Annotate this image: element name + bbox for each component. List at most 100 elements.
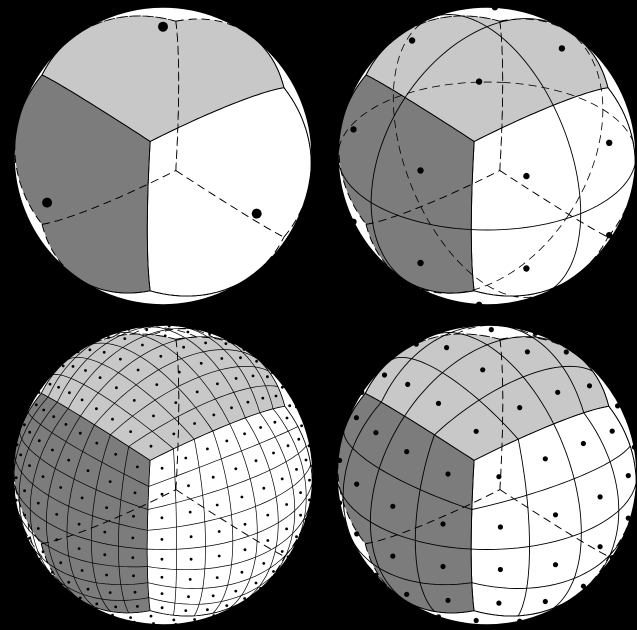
grid-node-dot (111, 418, 114, 421)
grid-node-dot (225, 342, 228, 345)
grid-node-dot (244, 548, 247, 551)
grid-node-dot (287, 444, 290, 447)
grid-node-dot (390, 554, 395, 559)
grid-node-dot (300, 424, 303, 427)
grid-node-dot (28, 464, 31, 467)
grid-node-dot (87, 469, 90, 472)
grid-node-dot (474, 618, 479, 623)
grid-node-dot (129, 430, 132, 433)
grid-node-dot (252, 375, 255, 378)
grid-node-dot (225, 440, 228, 443)
grid-node-dot (196, 391, 199, 394)
grid-node-dot (404, 592, 409, 597)
grid-node-dot (204, 342, 207, 345)
grid-node-dot (187, 595, 190, 598)
grid-node-dot (187, 331, 190, 334)
grid-node-dot (103, 553, 106, 556)
grid-node-dot (409, 37, 415, 43)
grid-node-dot (161, 538, 164, 541)
grid-node-dot (308, 479, 311, 482)
grid-node-dot (218, 530, 221, 533)
grid-node-dot (161, 576, 164, 579)
grid-node-dot (247, 401, 250, 404)
grid-node-dot (131, 537, 134, 540)
grid-node-dot (172, 433, 175, 436)
grid-node-dot (114, 606, 117, 609)
grid-node-dot (81, 569, 84, 572)
grid-node-dot (262, 562, 265, 565)
grid-node-dot (373, 430, 378, 435)
grid-node-dot (132, 574, 135, 577)
grid-node-dot (103, 351, 106, 354)
grid-node-dot (131, 556, 134, 559)
grid-node-dot (525, 349, 530, 354)
grid-node-dot (626, 473, 631, 478)
grid-node-dot (555, 390, 560, 395)
grid-node-dot (523, 173, 529, 179)
grid-node-dot (161, 592, 164, 595)
grid-node-dot (354, 482, 359, 487)
grid-node-dot (115, 386, 118, 389)
grid-node-dot (581, 441, 586, 446)
grid-node-dot (67, 581, 70, 584)
grid-node-dot (184, 457, 187, 460)
grid-node-dot (37, 502, 40, 505)
grid-node-dot (216, 504, 219, 507)
grid-node-dot (498, 567, 503, 572)
grid-node-dot (255, 459, 258, 462)
grid-node-dot (252, 209, 262, 219)
grid-node-dot (474, 429, 479, 434)
grid-node-dot (390, 504, 395, 509)
grid-node-dot (241, 496, 244, 499)
grid-node-dot (193, 422, 196, 425)
grid-node-dot (51, 449, 54, 452)
grid-node-dot (489, 327, 494, 332)
grid-node-dot (350, 126, 356, 132)
grid-node-dot (354, 415, 359, 420)
grid-node-dot (288, 404, 291, 407)
grid-node-dot (99, 376, 102, 379)
grid-node-dot (150, 615, 153, 618)
grid-node-dot (543, 456, 548, 461)
grid-node-dot (241, 571, 244, 574)
grid-node-dot (182, 346, 185, 349)
grid-node-dot (79, 432, 82, 435)
grid-node-dot (161, 606, 164, 609)
grid-node-dot (275, 395, 278, 398)
grid-node-dot (354, 531, 359, 536)
grid-node-dot (598, 494, 603, 499)
grid-node-dot (587, 383, 592, 388)
grid-node-dot (404, 449, 409, 454)
grid-node-dot (28, 537, 31, 540)
grid-node-dot (137, 369, 140, 372)
grid-node-dot (55, 513, 58, 516)
grid-node-dot (65, 423, 68, 426)
grid-node-dot (42, 550, 45, 553)
grid-node-dot (216, 576, 219, 579)
grid-node-dot (189, 511, 192, 514)
grid-node-dot (212, 414, 215, 417)
grid-node-dot (606, 140, 612, 146)
grid-node-dot (134, 591, 137, 594)
grid-node-dot (152, 415, 155, 418)
grid-node-dot (244, 523, 247, 526)
grid-node-dot (109, 480, 112, 483)
sphere-panel-4 (337, 325, 637, 625)
grid-node-dot (543, 599, 548, 604)
grid-node-dot (89, 348, 92, 351)
grid-node-dot (59, 486, 62, 489)
grid-node-dot (382, 372, 387, 377)
grid-node-dot (123, 337, 126, 340)
grid-node-dot (281, 550, 284, 553)
grid-node-dot (84, 369, 87, 372)
grid-node-dot (436, 401, 441, 406)
grid-node-dot (285, 528, 288, 531)
grid-node-dot (49, 383, 52, 386)
grid-node-dot (239, 356, 242, 359)
grid-node-dot (445, 471, 450, 476)
grid-node-dot (129, 616, 132, 619)
grid-node-dot (445, 598, 450, 603)
grid-node-dot (105, 574, 108, 577)
grid-node-dot (59, 561, 62, 564)
grid-node-dot (15, 476, 18, 479)
